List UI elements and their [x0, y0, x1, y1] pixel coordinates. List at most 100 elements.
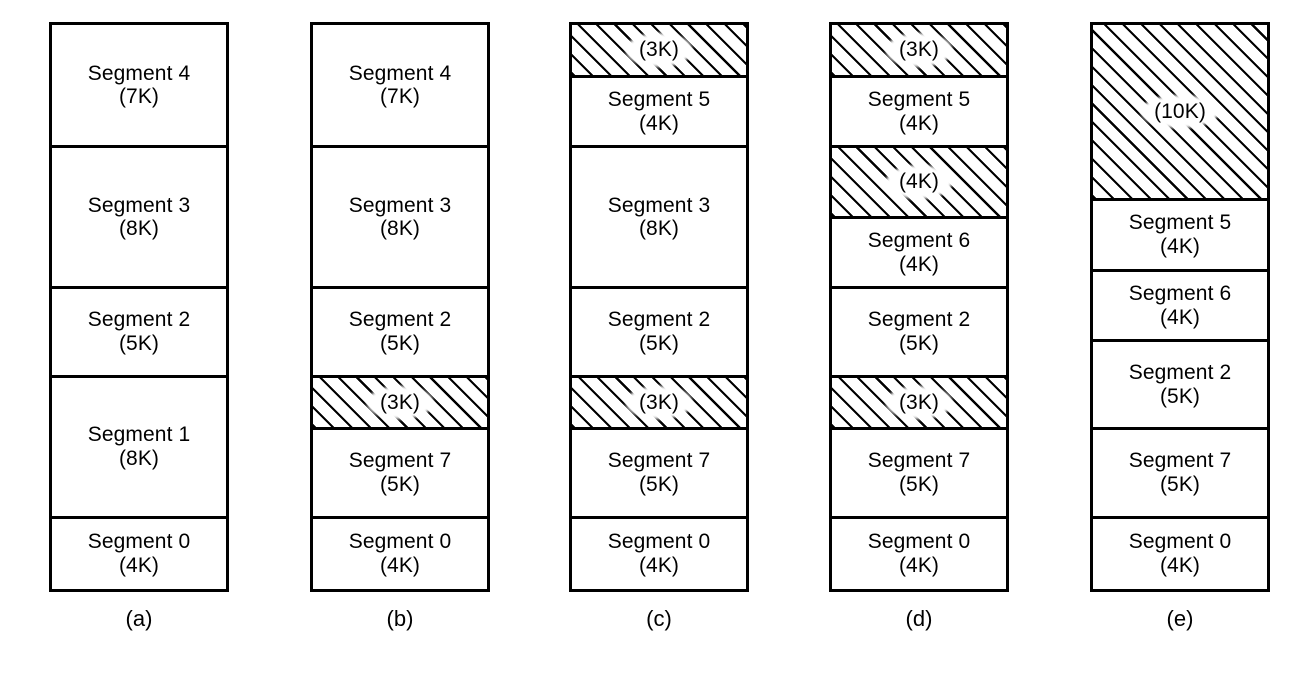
segment-name: Segment 2: [607, 308, 711, 332]
free-hole-block: (3K): [572, 25, 746, 78]
memory-column-d: (3K)Segment 5(4K)(4K)Segment 6(4K)Segmen…: [829, 22, 1009, 592]
segment-label: (4K): [889, 169, 949, 195]
segment-label: Segment 2(5K): [868, 308, 970, 355]
segment-name: Segment 4: [348, 61, 452, 85]
segment-label: Segment 2(5K): [349, 308, 451, 355]
memory-stack-d: (3K)Segment 5(4K)(4K)Segment 6(4K)Segmen…: [829, 22, 1009, 592]
segment-name: Segment 5: [607, 88, 711, 112]
segment-block: Segment 2(5K): [313, 289, 487, 378]
segment-size: (5K): [638, 472, 680, 496]
memory-stack-e: (10K)Segment 5(4K)Segment 6(4K)Segment 2…: [1090, 22, 1270, 592]
segment-label: (3K): [629, 37, 689, 63]
segment-label: (3K): [629, 389, 689, 416]
segment-size: (4K): [638, 553, 680, 577]
segment-size: (5K): [1159, 384, 1201, 408]
memory-stack-c: (3K)Segment 5(4K)Segment 3(8K)Segment 2(…: [569, 22, 749, 592]
segment-block: Segment 6(4K): [1093, 271, 1267, 343]
segment-size: (7K): [118, 85, 160, 109]
free-hole-block: (3K): [313, 377, 487, 431]
memory-column-e: (10K)Segment 5(4K)Segment 6(4K)Segment 2…: [1090, 22, 1270, 592]
segment-size: (10K): [1154, 99, 1206, 123]
segment-block: Segment 0(4K): [1093, 518, 1267, 589]
segment-block: Segment 3(8K): [52, 148, 226, 290]
segment-label: Segment 0(4K): [608, 530, 710, 577]
segment-size: (4K): [1159, 305, 1201, 329]
free-hole-block: (3K): [832, 25, 1006, 78]
segment-size: (3K): [638, 390, 680, 414]
segment-block: Segment 1(8K): [52, 377, 226, 519]
segment-name: Segment 4: [87, 61, 191, 85]
segment-label: Segment 1(8K): [88, 423, 190, 470]
segment-size: (3K): [898, 38, 940, 62]
segment-block: Segment 2(5K): [1093, 342, 1267, 431]
segment-name: Segment 2: [348, 308, 452, 332]
segment-block: Segment 7(5K): [313, 430, 487, 519]
segment-size: (5K): [638, 331, 680, 355]
segment-label: Segment 0(4K): [88, 530, 190, 577]
segment-block: Segment 0(4K): [313, 518, 487, 589]
segment-name: Segment 7: [607, 449, 711, 473]
segment-size: (4K): [638, 111, 680, 135]
memory-column-c: (3K)Segment 5(4K)Segment 3(8K)Segment 2(…: [569, 22, 749, 592]
segment-size: (5K): [898, 331, 940, 355]
segment-name: Segment 3: [348, 193, 452, 217]
memory-stack-b: Segment 4(7K)Segment 3(8K)Segment 2(5K)(…: [310, 22, 490, 592]
segment-label: Segment 0(4K): [1129, 530, 1231, 577]
segment-name: Segment 0: [1128, 530, 1232, 554]
segment-block: Segment 6(4K): [832, 218, 1006, 290]
segment-name: Segment 3: [87, 193, 191, 217]
segment-label: Segment 6(4K): [1129, 282, 1231, 329]
segment-block: Segment 4(7K): [313, 25, 487, 149]
segment-size: (8K): [118, 446, 160, 470]
segment-label: Segment 2(5K): [1129, 361, 1231, 408]
segment-name: Segment 3: [607, 193, 711, 217]
segment-label: Segment 3(8K): [608, 194, 710, 241]
segment-name: Segment 0: [348, 530, 452, 554]
segment-label: Segment 2(5K): [608, 308, 710, 355]
free-hole-block: (10K): [1093, 25, 1267, 202]
segment-block: Segment 7(5K): [1093, 430, 1267, 519]
segment-block: Segment 5(4K): [1093, 201, 1267, 272]
segment-name: Segment 6: [867, 229, 971, 253]
segment-label: Segment 3(8K): [349, 194, 451, 241]
segment-label: Segment 3(8K): [88, 194, 190, 241]
segment-size: (5K): [118, 331, 160, 355]
segment-name: Segment 2: [87, 308, 191, 332]
segment-name: Segment 0: [87, 530, 191, 554]
segment-size: (5K): [379, 472, 421, 496]
memory-stack-a: Segment 4(7K)Segment 3(8K)Segment 2(5K)S…: [49, 22, 229, 592]
column-caption-a: (a): [125, 606, 153, 631]
segment-block: Segment 2(5K): [52, 289, 226, 378]
segment-label: Segment 7(5K): [349, 449, 451, 496]
segment-block: Segment 0(4K): [52, 518, 226, 589]
segment-block: Segment 5(4K): [572, 77, 746, 149]
segment-label: (3K): [889, 389, 949, 416]
segment-size: (4K): [898, 252, 940, 276]
segment-size: (4K): [898, 553, 940, 577]
segment-label: (3K): [889, 37, 949, 63]
segment-size: (8K): [638, 217, 680, 241]
segment-name: Segment 5: [867, 88, 971, 112]
segment-block: Segment 2(5K): [572, 289, 746, 378]
segment-size: (5K): [379, 331, 421, 355]
segment-block: Segment 7(5K): [572, 430, 746, 519]
segment-size: (8K): [118, 217, 160, 241]
segment-size: (4K): [1159, 235, 1201, 258]
memory-column-a: Segment 4(7K)Segment 3(8K)Segment 2(5K)S…: [49, 22, 229, 592]
segment-name: Segment 7: [348, 449, 452, 473]
segment-label: Segment 0(4K): [349, 530, 451, 577]
segment-name: Segment 7: [867, 449, 971, 473]
segment-name: Segment 5: [1128, 211, 1232, 235]
segment-label: Segment 7(5K): [1129, 449, 1231, 496]
column-caption-e: (e): [1166, 606, 1194, 631]
segment-name: Segment 7: [1128, 449, 1232, 473]
segment-size: (5K): [898, 472, 940, 496]
segment-size: (7K): [379, 85, 421, 109]
segment-size: (4K): [898, 111, 940, 135]
segment-label: Segment 4(7K): [349, 62, 451, 109]
segment-size: (4K): [118, 553, 160, 577]
segment-label: Segment 7(5K): [608, 449, 710, 496]
memory-column-b: Segment 4(7K)Segment 3(8K)Segment 2(5K)(…: [310, 22, 490, 592]
segment-label: (10K): [1145, 98, 1215, 125]
segment-block: Segment 7(5K): [832, 430, 1006, 519]
